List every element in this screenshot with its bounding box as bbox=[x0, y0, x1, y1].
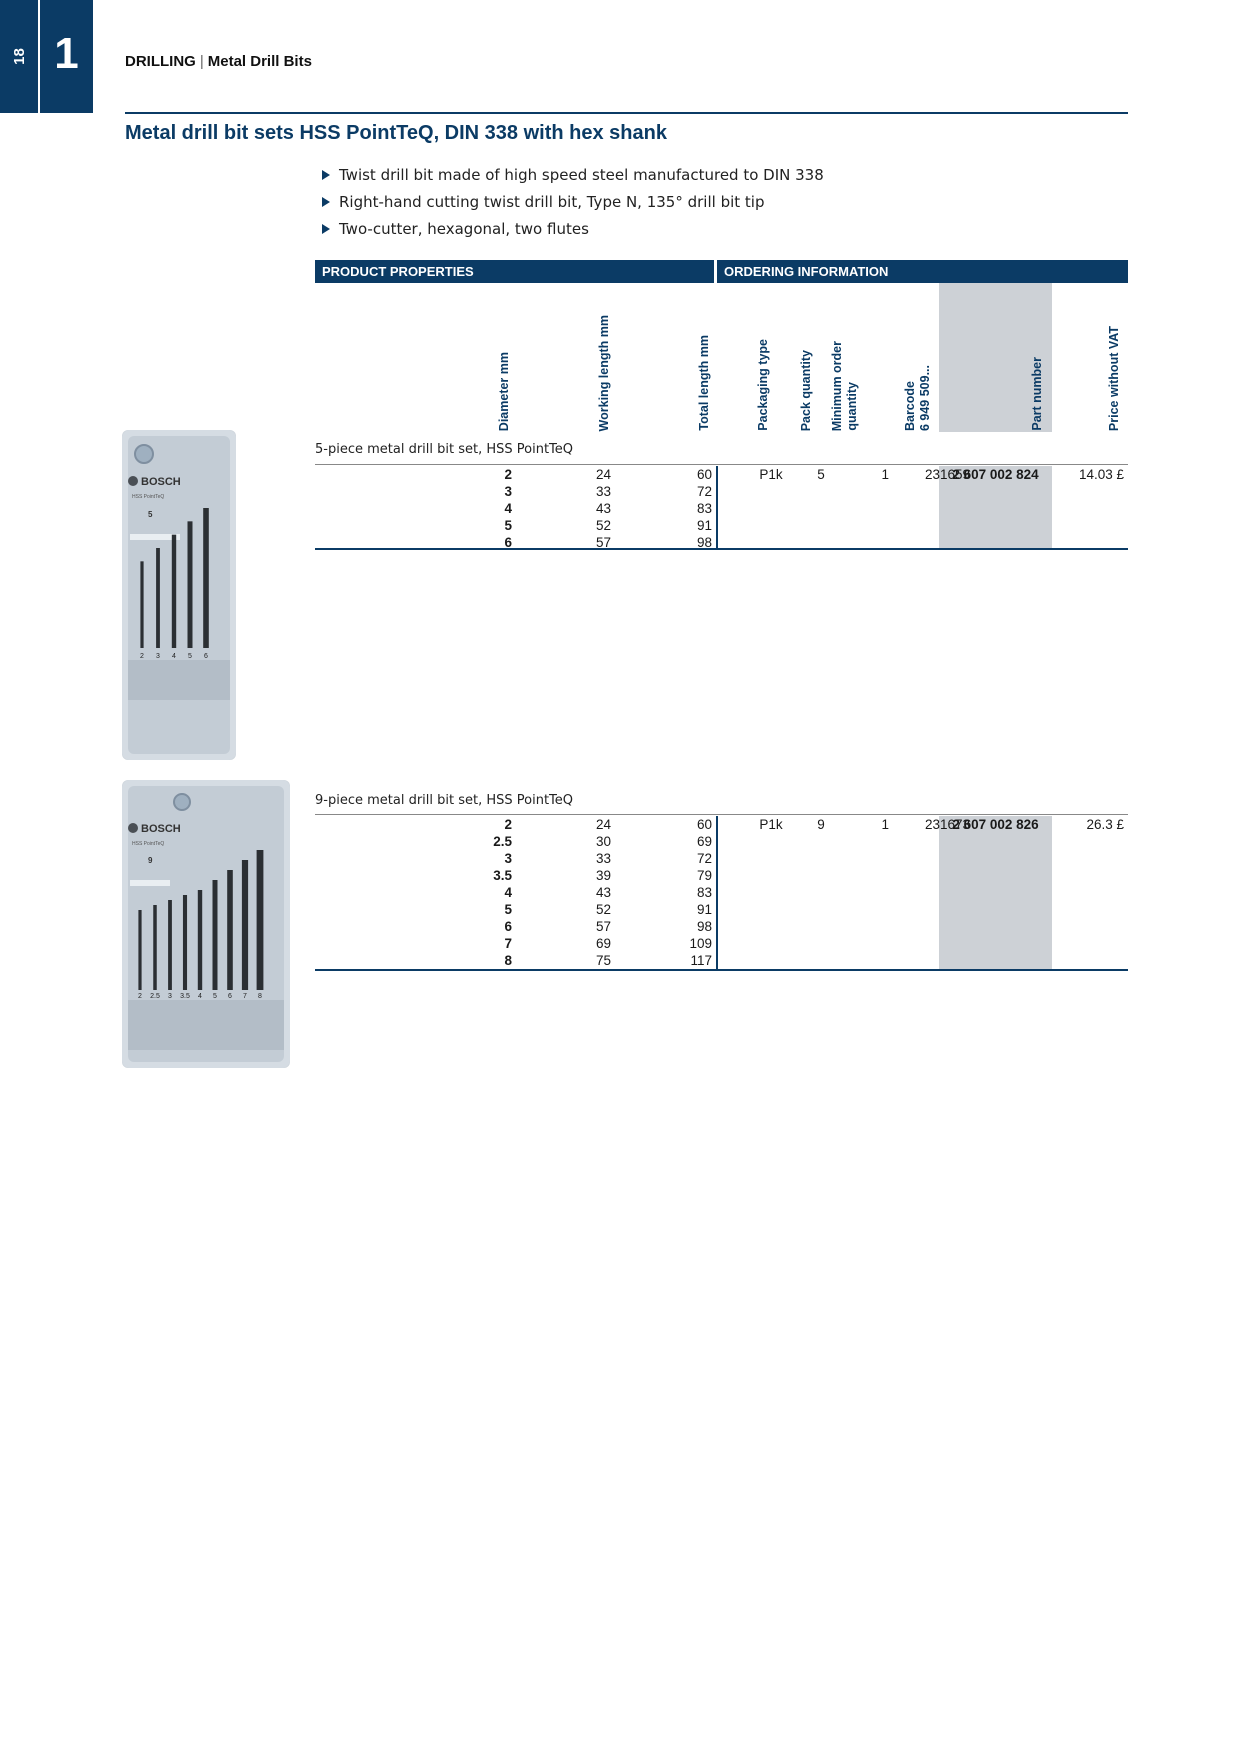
feature-item: Twist drill bit made of high speed steel… bbox=[322, 161, 824, 188]
bit-size-label: 6 bbox=[228, 993, 232, 1000]
set-label: 5-piece metal drill bit set, HSS PointTe… bbox=[315, 442, 574, 457]
bit-size-label: 5 bbox=[213, 993, 217, 1000]
svg-text:BOSCH: BOSCH bbox=[141, 476, 181, 488]
table-row: 2 24 60 P1k 5 1 231659 2 607 002 824 14.… bbox=[504, 467, 1124, 482]
bullet-triangle-icon bbox=[322, 169, 330, 180]
drill-bit bbox=[153, 905, 157, 990]
bit-size-label: 7 bbox=[243, 993, 247, 1000]
drill-bit bbox=[197, 890, 203, 990]
product-photo-5-piece: BOSCH HSS PointTeQ 5 2 3 4 5 6 bbox=[122, 430, 236, 760]
set-rows: 2 24 60 P1k 9 1 231673 2 607 002 826 26.… bbox=[315, 816, 1128, 969]
col-working-length: Working length mm bbox=[597, 314, 611, 431]
drill-bit bbox=[140, 561, 144, 648]
drill-bit bbox=[138, 910, 142, 990]
header-rule bbox=[125, 112, 1128, 114]
subsection-name: Metal Drill Bits bbox=[207, 53, 312, 70]
bit-size-label: 6 bbox=[204, 653, 208, 660]
bit-size-label: 3.5 bbox=[180, 993, 190, 1000]
set-rule bbox=[315, 464, 1128, 465]
drill-bit bbox=[227, 870, 233, 990]
col-pack-quantity: Pack quantity bbox=[799, 349, 813, 431]
col-packaging-type: Packaging type bbox=[756, 339, 770, 431]
feature-item: Right-hand cutting twist drill bit, Type… bbox=[322, 188, 824, 215]
drill-bit bbox=[156, 548, 160, 648]
svg-text:HSS PointTeQ: HSS PointTeQ bbox=[132, 494, 164, 500]
bit-size-label: 3 bbox=[156, 653, 160, 660]
set-rule bbox=[315, 814, 1128, 815]
bit-size-label: 2 bbox=[138, 993, 142, 1000]
running-head: DRILLING|Metal Drill Bits bbox=[125, 53, 312, 70]
part-number: 2 607 002 826 bbox=[952, 817, 1039, 832]
drill-bit bbox=[168, 900, 172, 990]
product-properties-band: PRODUCT PROPERTIES bbox=[315, 260, 714, 283]
set-end-rule bbox=[315, 548, 1128, 550]
col-part-number: Part number bbox=[1030, 357, 1044, 431]
product-photo-9-piece: BOSCH HSS PointTeQ 9 2 2.5 3 3.5 4 5 6 7 8 bbox=[122, 780, 290, 1068]
bullet-triangle-icon bbox=[322, 223, 330, 234]
svg-text:HSS PointTeQ: HSS PointTeQ bbox=[132, 841, 164, 847]
col-diameter: Diameter mm bbox=[497, 351, 511, 431]
tab-divider bbox=[38, 0, 40, 113]
part-number-shade-set2 bbox=[939, 816, 1052, 969]
drill-bit bbox=[256, 850, 264, 990]
bit-size-label: 2.5 bbox=[150, 993, 160, 1000]
svg-text:5: 5 bbox=[148, 510, 153, 519]
bit-size-label: 4 bbox=[172, 653, 176, 660]
drill-bit bbox=[203, 508, 209, 648]
column-divider bbox=[716, 466, 718, 548]
page-number: 18 bbox=[10, 48, 28, 65]
header-separator: | bbox=[199, 53, 204, 70]
bit-size-label: 2 bbox=[140, 653, 144, 660]
svg-text:9: 9 bbox=[148, 856, 153, 865]
part-number: 2 607 002 824 bbox=[952, 467, 1039, 482]
bit-size-label: 4 bbox=[198, 993, 202, 1000]
table-row: 2 24 60 P1k 9 1 231673 2 607 002 826 26.… bbox=[504, 817, 1124, 832]
ordering-information-band: ORDERING INFORMATION bbox=[717, 260, 1128, 283]
drill-bit bbox=[212, 880, 218, 990]
part-number-shade-header bbox=[939, 283, 1052, 432]
chapter-tab: 18 1 bbox=[0, 0, 93, 113]
set-end-rule bbox=[315, 969, 1128, 971]
bit-size-label: 5 bbox=[188, 653, 192, 660]
column-divider bbox=[716, 816, 718, 969]
bit-size-label: 8 bbox=[258, 993, 262, 1000]
bit-size-label: 3 bbox=[168, 993, 172, 1000]
chapter-number: 1 bbox=[54, 28, 79, 78]
set-label: 9-piece metal drill bit set, HSS PointTe… bbox=[315, 793, 574, 808]
bullet-triangle-icon bbox=[322, 196, 330, 207]
price: 14.03 £ bbox=[1078, 467, 1124, 482]
drill-bit bbox=[171, 534, 177, 648]
part-number-shade-set1 bbox=[939, 466, 1052, 548]
price: 26.3 £ bbox=[1086, 817, 1124, 832]
drill-bit bbox=[182, 895, 188, 990]
col-price: Price without VAT bbox=[1107, 325, 1121, 431]
feature-list: Twist drill bit made of high speed steel… bbox=[322, 161, 824, 242]
feature-item: Two-cutter, hexagonal, two flutes bbox=[322, 215, 824, 242]
set-rows: 2 24 60 P1k 5 1 231659 2 607 002 824 14.… bbox=[315, 466, 1128, 551]
svg-text:BOSCH: BOSCH bbox=[141, 823, 181, 835]
col-total-length: Total length mm bbox=[697, 335, 711, 431]
drill-bit bbox=[187, 521, 193, 648]
section-name: DRILLING bbox=[125, 53, 196, 70]
drill-bit bbox=[241, 860, 249, 990]
page-title: Metal drill bit sets HSS PointTeQ, DIN 3… bbox=[125, 122, 667, 144]
